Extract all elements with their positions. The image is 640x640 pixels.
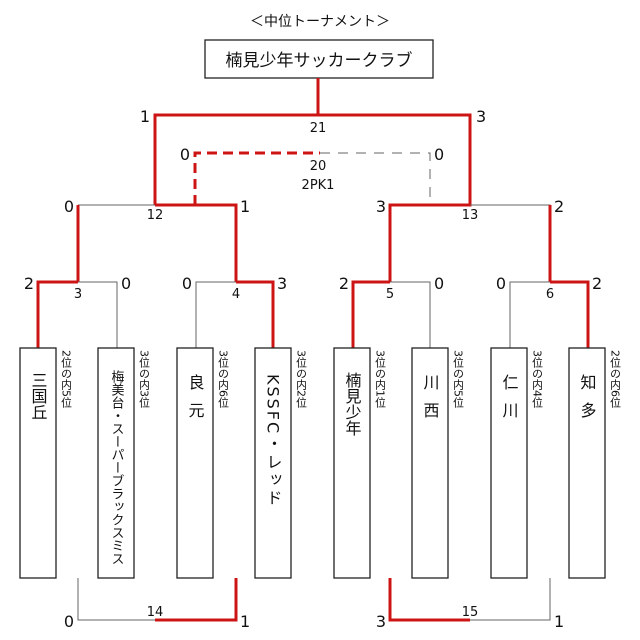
- line-m12-red: [155, 203, 238, 282]
- team-note-5: 3位の内1位: [374, 350, 387, 408]
- score-m21-right: 3: [476, 107, 486, 126]
- line-m5-red: [351, 280, 390, 348]
- match-no-20: 20: [310, 159, 327, 174]
- match-no-21: 21: [310, 121, 327, 136]
- team-box-6: [411, 347, 449, 579]
- team-box-7: [490, 347, 528, 579]
- line-m15-thin: [470, 578, 551, 621]
- team-box-4: [254, 347, 292, 579]
- score-m15-left: 3: [376, 612, 386, 631]
- score-m21-left: 1: [140, 107, 150, 126]
- score-m5-right: 0: [434, 274, 444, 293]
- line-m4-thin: [195, 281, 236, 348]
- match-no-13: 13: [462, 208, 479, 223]
- team-name-6: 川西: [421, 374, 440, 430]
- team-box-8: [568, 347, 606, 579]
- line-m13-thin: [470, 204, 551, 282]
- score-m12-right: 1: [240, 197, 250, 216]
- line-m21-right-red: [316, 78, 472, 207]
- score-m12-left: 0: [64, 197, 74, 216]
- team-note-8: 2位の内6位: [609, 350, 622, 408]
- score-m15-right: 1: [554, 612, 564, 631]
- line-m6-red: [550, 280, 590, 348]
- line-m3-red: [36, 280, 78, 348]
- score-m13-right: 2: [554, 197, 564, 216]
- match-no-15: 15: [462, 605, 479, 620]
- score-m6-left: 0: [496, 274, 506, 293]
- match-no-6: 6: [546, 287, 554, 302]
- winner-name: 楠見少年サッカークラブ: [226, 50, 413, 71]
- match-no-12: 12: [147, 208, 164, 223]
- score-m14-left: 0: [64, 612, 74, 631]
- line-m4-red: [236, 280, 275, 348]
- team-note-7: 3位の内4位: [531, 350, 544, 408]
- match-20-pk: 2PK1: [302, 178, 335, 193]
- line-m20-left-dashed: [193, 151, 320, 205]
- score-m3-right: 0: [121, 274, 131, 293]
- line-m5-thin: [390, 281, 431, 348]
- score-m14-right: 1: [240, 612, 250, 631]
- winner-box: [204, 39, 434, 79]
- line-m15-red: [388, 578, 470, 622]
- bracket-title: ＜中位トーナメント＞: [250, 14, 390, 30]
- score-m5-left: 2: [339, 274, 349, 293]
- team-box-3: [176, 347, 214, 579]
- team-name-2: 梅美台・スーパーブラックスミス: [109, 370, 125, 565]
- line-m6-thin: [509, 281, 550, 348]
- line-m14-red: [155, 578, 238, 622]
- score-m4-left: 0: [182, 274, 192, 293]
- team-box-5: [333, 347, 371, 579]
- line-m20-right-dashed: [320, 152, 431, 202]
- team-note-6: 3位の内5位: [452, 350, 465, 408]
- team-note-2: 3位の内3位: [138, 350, 151, 408]
- line-m3-thin: [78, 281, 118, 348]
- line-m14-thin: [77, 578, 155, 621]
- team-name-5: 楠見少年: [343, 372, 362, 436]
- score-m20-left: 0: [180, 145, 190, 164]
- line-m13-red: [388, 203, 470, 282]
- team-name-3: 良元: [186, 374, 205, 430]
- team-note-4: 3位の内2位: [295, 350, 308, 408]
- match-no-4: 4: [232, 287, 240, 302]
- team-box-1: [19, 347, 57, 579]
- line-m21-left-red: [153, 113, 318, 205]
- team-name-1: 三国丘: [29, 372, 48, 420]
- team-note-1: 2位の内5位: [60, 350, 73, 408]
- team-name-4: KSSFC・レッド: [264, 374, 283, 507]
- team-box-2: [97, 347, 135, 579]
- score-m3-left: 2: [24, 274, 34, 293]
- match-no-5: 5: [386, 287, 394, 302]
- team-note-3: 3位の内6位: [217, 350, 230, 408]
- score-m20-right: 0: [434, 145, 444, 164]
- team-name-7: 仁川: [500, 374, 519, 430]
- score-m6-right: 2: [592, 274, 602, 293]
- score-m13-left: 3: [376, 197, 386, 216]
- match-no-3: 3: [74, 287, 82, 302]
- match-no-14: 14: [147, 605, 164, 620]
- team-name-8: 知多: [578, 374, 597, 430]
- score-m4-right: 3: [277, 274, 287, 293]
